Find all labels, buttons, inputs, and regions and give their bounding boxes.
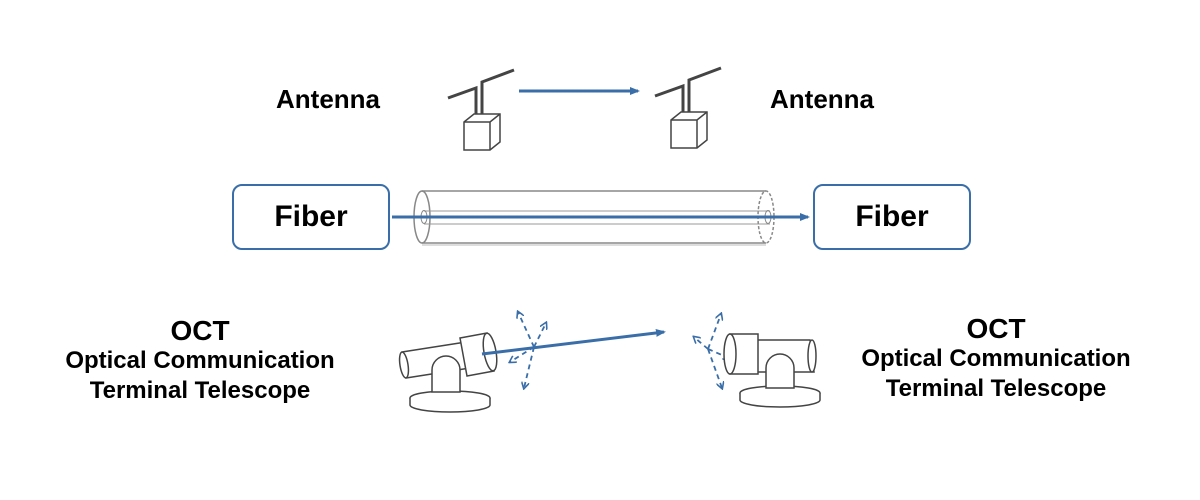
- oct-right-line2: Terminal Telescope: [885, 375, 1107, 402]
- oct-left-line2: Terminal Telescope: [89, 377, 311, 404]
- fiber-left-box: Fiber: [232, 184, 390, 250]
- oct-left-label-block: OCT Optical Communication Terminal Teles…: [30, 316, 370, 406]
- oct-left-title: OCT: [170, 315, 230, 346]
- oct-right-title: OCT: [966, 313, 1026, 344]
- antenna-icon-right: [654, 66, 722, 149]
- telescope-icon-left: [398, 332, 498, 413]
- oct-right-label-block: OCT Optical Communication Terminal Teles…: [826, 314, 1166, 404]
- fiber-right-label: Fiber: [855, 200, 929, 233]
- telescope-icon-right: [723, 333, 821, 408]
- fiber-right-box: Fiber: [813, 184, 971, 250]
- optical-beam-arrow: [481, 328, 666, 356]
- oct-left-line1: Optical Communication: [65, 347, 335, 374]
- oct-right-line1: Optical Communication: [861, 345, 1131, 372]
- antenna-left-label: Antenna: [276, 84, 380, 114]
- antenna-right-label: Antenna: [770, 84, 874, 114]
- antenna-icon-left: [447, 68, 515, 151]
- fiber-left-label: Fiber: [274, 200, 348, 233]
